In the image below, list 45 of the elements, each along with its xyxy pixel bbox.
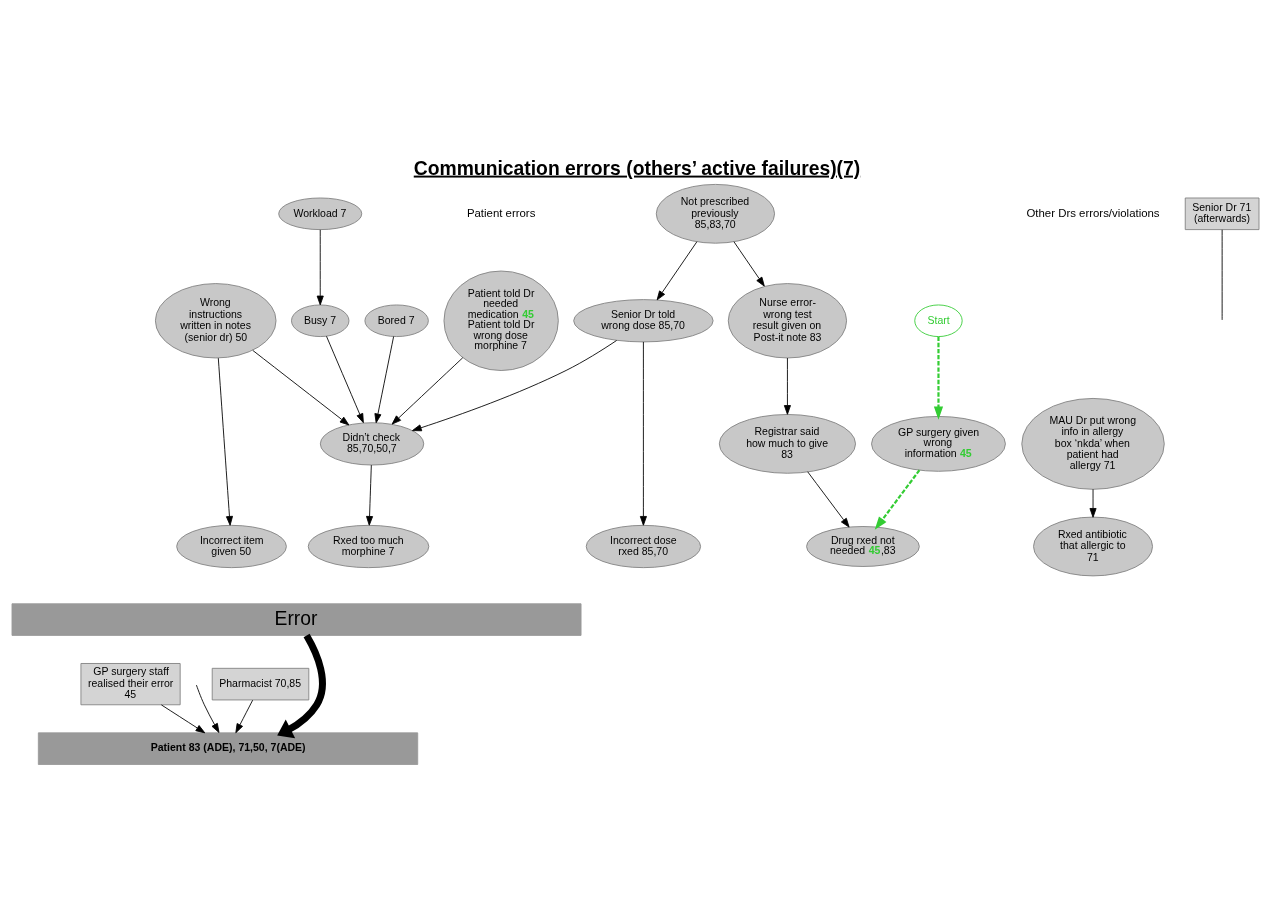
arrow <box>366 464 374 526</box>
arrow <box>196 684 220 733</box>
node-box: Error <box>11 603 582 636</box>
node-ellipse: Workload 7 <box>278 197 363 231</box>
arrow <box>639 341 647 526</box>
node-ellipse: Rxed too much morphine 7 <box>307 524 430 569</box>
node-ellipse: Bored 7 <box>364 304 429 337</box>
arrow <box>656 241 698 301</box>
arrow <box>217 357 233 526</box>
node-ellipse: Drug rxed not needed 45,83 <box>806 526 920 567</box>
arrow <box>277 633 326 739</box>
arrow <box>316 229 324 306</box>
node-ellipse: Nurse error- wrong test result given on Post-it note 83 <box>727 283 847 359</box>
arrow <box>391 357 464 425</box>
node-ellipse: Busy 7 <box>291 304 350 337</box>
arrow <box>1089 488 1097 518</box>
node-ellipse: Wrong instructions written in notes (senior dr) 50 <box>155 283 277 359</box>
node-ellipse: Registrar said how much to give 83 <box>718 414 856 474</box>
arrow <box>374 336 395 424</box>
arrow <box>874 469 921 530</box>
arrow <box>160 704 206 734</box>
node-ellipse: Start <box>914 304 963 337</box>
label: Other Drs errors/violations <box>1026 206 1160 219</box>
node-ellipse: Incorrect item given 50 <box>176 524 287 569</box>
diagram-title: Communication errors (others’ active failures)(7) <box>413 157 861 179</box>
node-box: Pharmacist 70,85 <box>211 667 310 701</box>
arrow <box>235 699 254 734</box>
node-box: Senior Dr 71 (afterwards) <box>1184 197 1260 231</box>
node-ellipse: Rxed antibiotic that allergic to 71 <box>1033 516 1153 577</box>
label: Patient errors <box>466 206 536 219</box>
arrow <box>807 471 850 528</box>
node-ellipse: MAU Dr put wrong info in allergy box ‘nkda’ when patient had allergy 71 <box>1021 398 1165 490</box>
arrow <box>783 357 791 415</box>
arrow <box>326 335 364 424</box>
node-ellipse: Not prescribed previously 85,83,70 <box>655 183 775 244</box>
node-ellipse: GP surgery given wrong information 45 <box>871 416 1006 472</box>
node-ellipse: Incorrect dose rxed 85,70 <box>585 524 702 569</box>
arrow <box>933 336 944 420</box>
arrow <box>252 349 350 426</box>
node-ellipse: Patient told Dr needed medication 45 Patient told Dr wrong dose morphine 7 <box>443 270 559 371</box>
node-ellipse: Senior Dr told wrong dose 85,70 <box>573 299 714 343</box>
node-box: GP surgery staff realised their error 45 <box>80 663 181 706</box>
arrow <box>412 340 618 432</box>
node-box: Patient 83 (ADE), 71,50, 7(ADE) <box>37 732 419 765</box>
arrow <box>733 241 765 287</box>
